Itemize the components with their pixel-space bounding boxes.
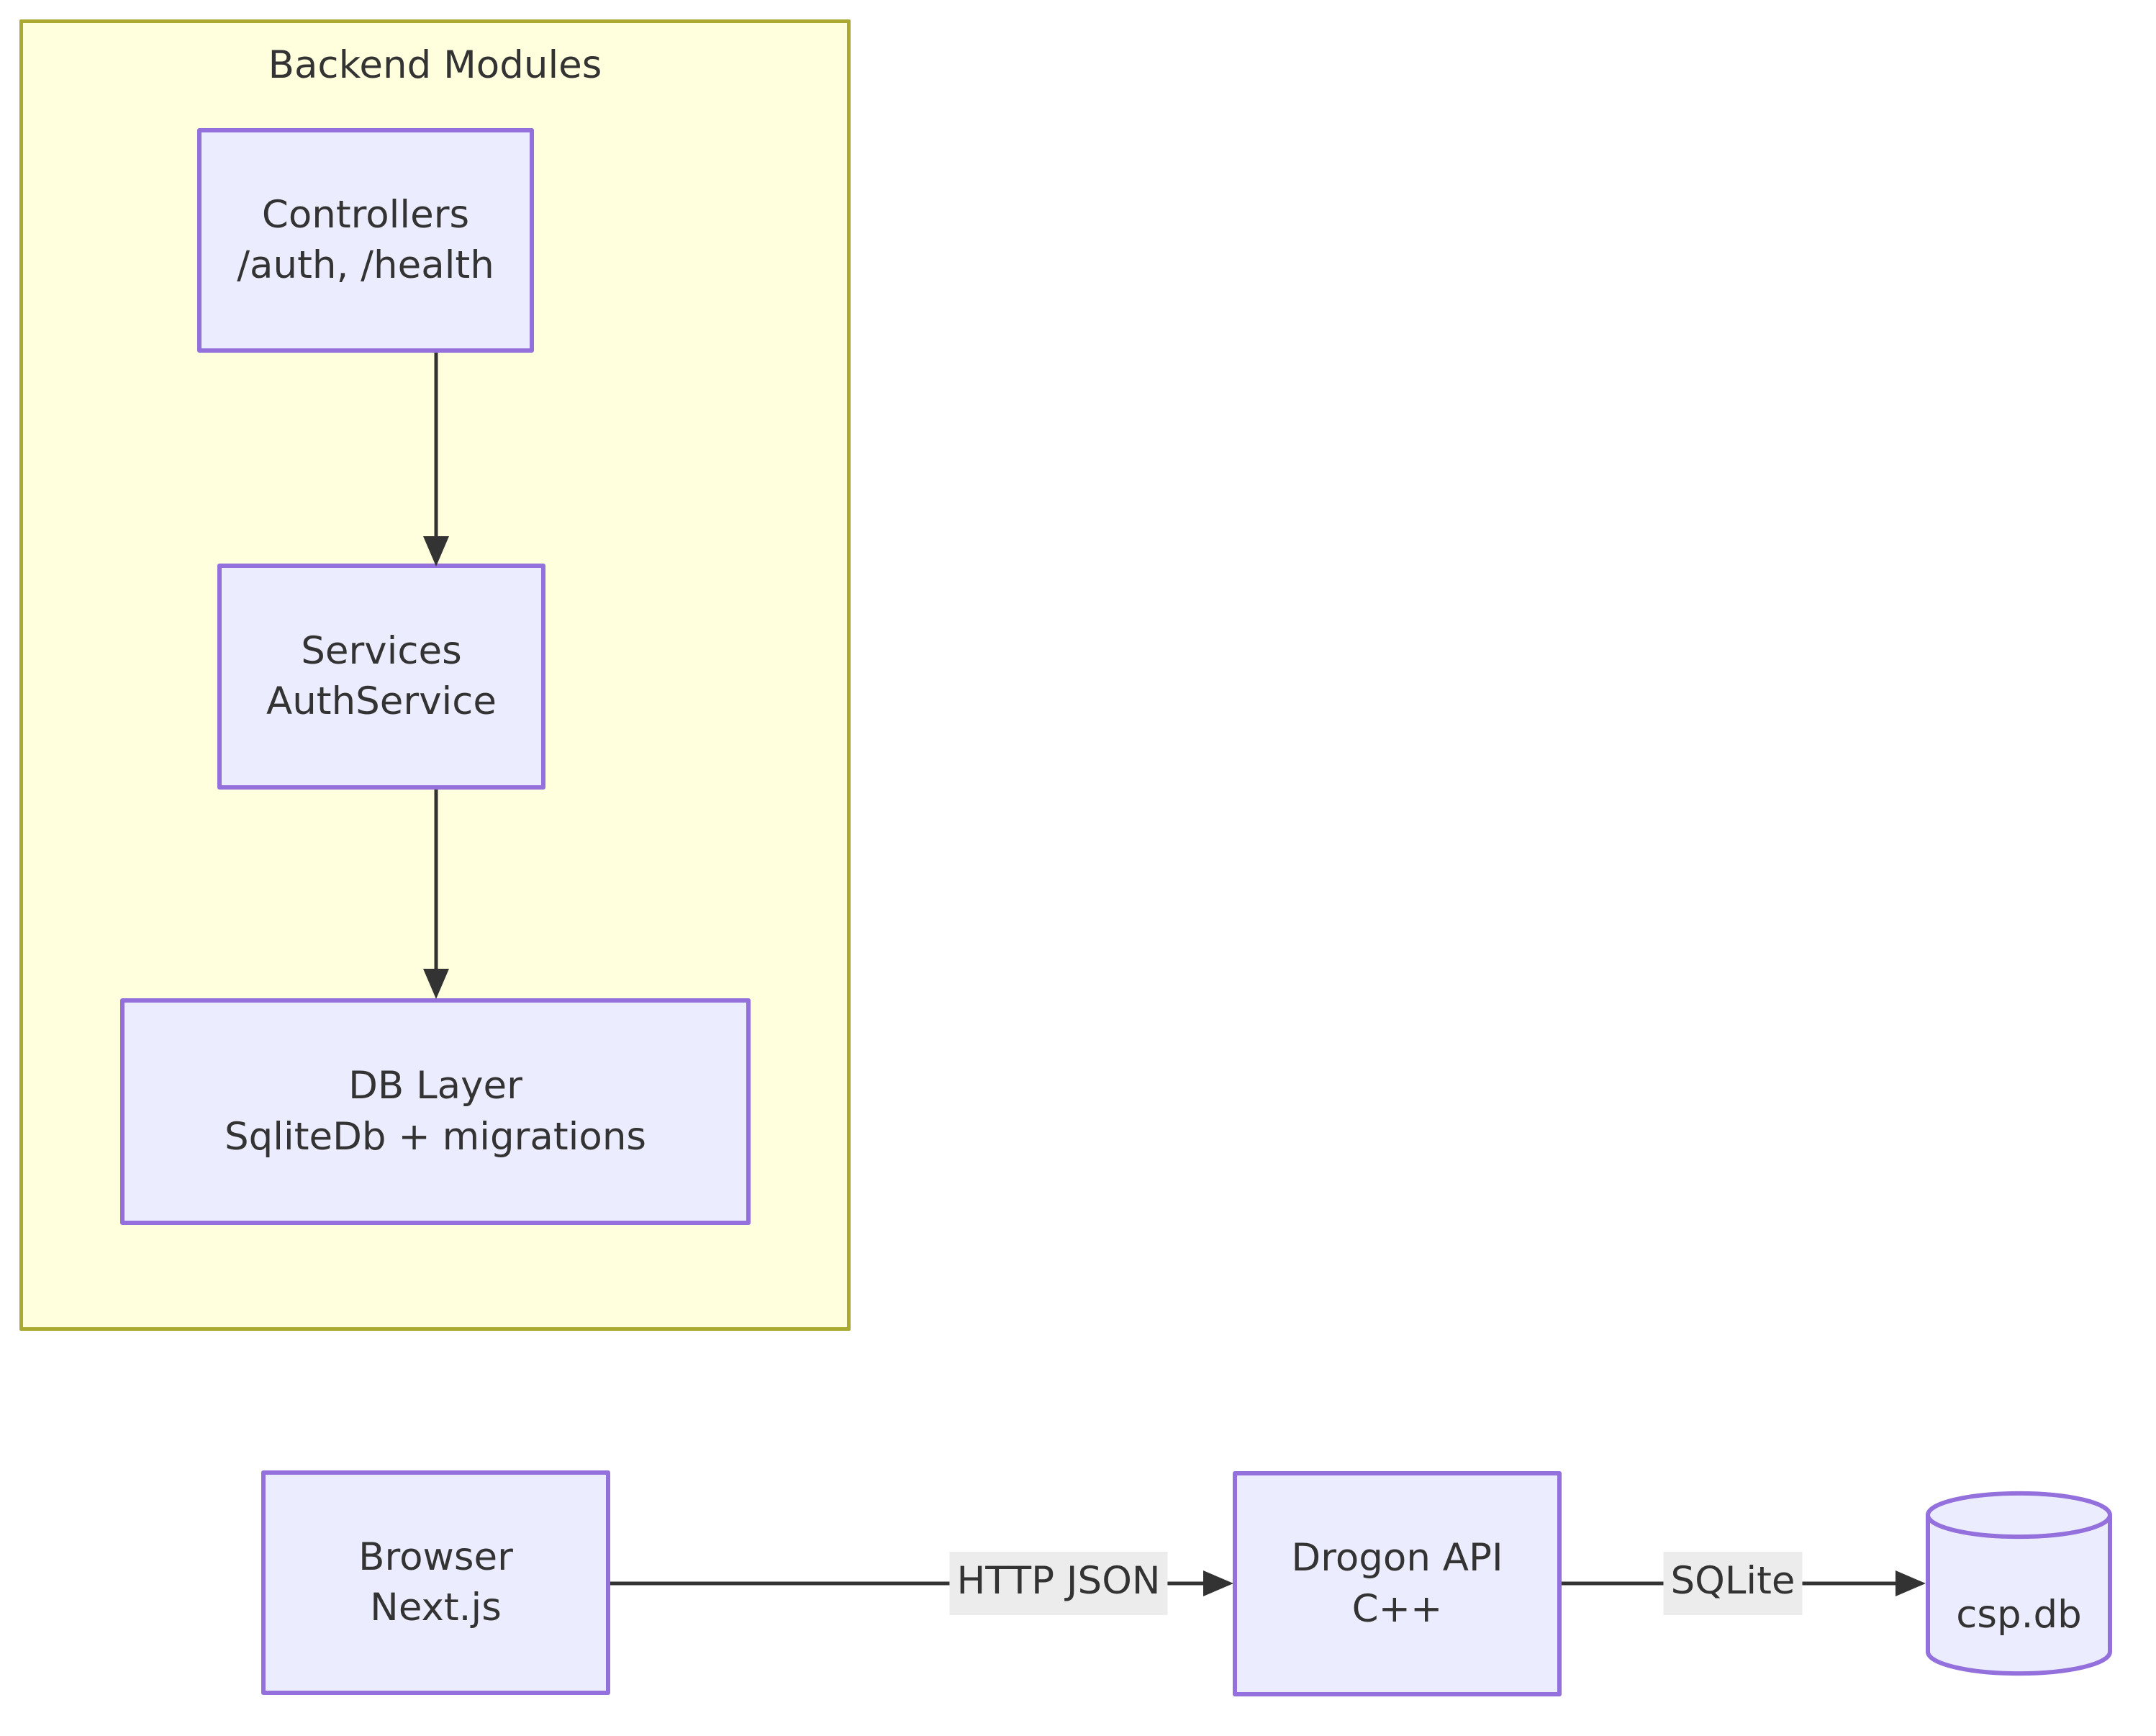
node-controllers-line1: Controllers <box>261 192 470 237</box>
node-db-layer[interactable]: DB Layer SqliteDb + migrations <box>120 998 751 1225</box>
node-db-layer-line1: DB Layer <box>348 1064 522 1108</box>
node-services[interactable]: Services AuthService <box>217 564 545 790</box>
node-browser-line1: Browser <box>358 1534 513 1579</box>
node-controllers[interactable]: Controllers /auth, /health <box>197 128 534 353</box>
node-csp-db[interactable]: csp.db <box>1926 1491 2112 1676</box>
cluster-title: Backend Modules <box>268 43 602 87</box>
node-drogon-api-line1: Drogon API <box>1291 1536 1503 1581</box>
node-services-line1: Services <box>301 628 462 673</box>
edge-label-sqlite: SQLite <box>1663 1551 1803 1616</box>
node-db-layer-line2: SqliteDb + migrations <box>224 1114 647 1159</box>
node-drogon-api[interactable]: Drogon API C++ <box>1233 1471 1562 1696</box>
node-services-line2: AuthService <box>266 679 497 723</box>
node-controllers-line2: /auth, /health <box>237 243 494 287</box>
edge-label-http-json: HTTP JSON <box>949 1551 1168 1616</box>
node-drogon-api-line2: C++ <box>1351 1586 1443 1631</box>
database-cylinder-icon <box>1926 1491 2112 1676</box>
node-csp-db-label: csp.db <box>1956 1593 2082 1637</box>
node-browser-line2: Next.js <box>370 1586 502 1629</box>
node-browser[interactable]: Browser Next.js <box>261 1470 610 1695</box>
